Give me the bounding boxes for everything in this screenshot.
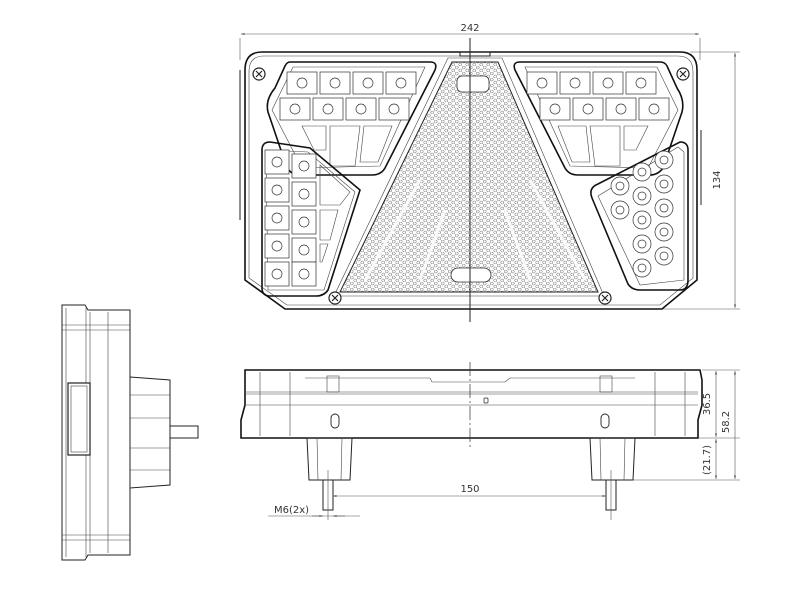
mount-slot <box>600 413 610 429</box>
side-stud <box>169 425 199 439</box>
side-indicator-lens <box>67 382 91 456</box>
total-depth-label: 58.2 <box>721 411 732 433</box>
front-view: 242 134 <box>239 23 740 322</box>
width-label: 242 <box>460 23 479 34</box>
screw-icon <box>598 291 612 305</box>
housing-outline <box>244 51 698 310</box>
screw-icons <box>252 67 690 305</box>
reflector-bottom-window <box>450 267 492 283</box>
width-dimension: 242 <box>239 23 701 60</box>
side-view <box>61 304 199 561</box>
round-led-cluster <box>590 141 689 291</box>
stud-spacing-label: 150 <box>460 484 479 495</box>
stud-spacing-dimension: 150 <box>333 484 606 498</box>
right-top-led-cluster <box>513 61 684 176</box>
depth-dimensions: 36.5 (21.7) 58.2 <box>702 371 737 479</box>
left-side-led-cluster <box>261 141 361 297</box>
housing-depth-label: 36.5 <box>702 393 713 415</box>
center-reflector <box>339 61 599 293</box>
thread-label: M6(2x) <box>274 505 309 516</box>
bottom-view: 150 M6(2x) 36.5 (21.7) 58.2 <box>240 362 740 520</box>
screw-icon <box>328 291 342 305</box>
screw-icon <box>252 67 266 81</box>
screw-icon <box>676 67 690 81</box>
height-label: 134 <box>712 170 723 189</box>
reflector-top-window <box>456 75 490 93</box>
stud-length-label: (21.7) <box>702 445 713 475</box>
thread-dimension: M6(2x) <box>268 505 360 518</box>
mount-slot <box>330 413 340 429</box>
